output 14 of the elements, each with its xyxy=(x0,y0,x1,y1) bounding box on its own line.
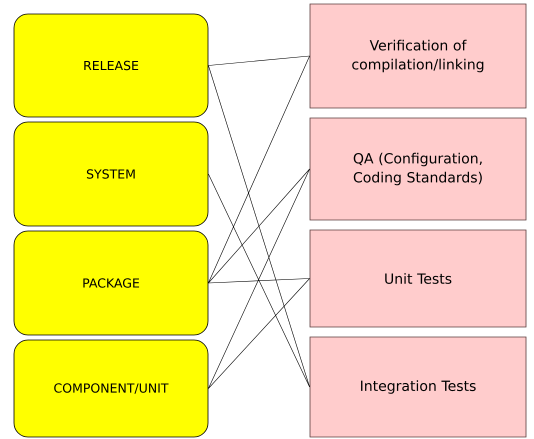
level-box: RELEASE xyxy=(14,14,208,118)
activity-box: Integration Tests xyxy=(310,336,526,438)
activity-box: Unit Tests xyxy=(310,230,526,328)
activity-box: Verification of compilation/linking xyxy=(310,4,526,108)
connector-line xyxy=(208,65,310,388)
level-box: PACKAGE xyxy=(14,230,208,336)
connector-line xyxy=(208,278,310,284)
level-box: SYSTEM xyxy=(14,122,208,226)
connector-line xyxy=(208,56,310,66)
connector-line xyxy=(208,278,310,389)
connector-line xyxy=(208,56,310,284)
level-box: COMPONENT/UNIT xyxy=(14,340,208,438)
activity-box: QA (Configuration, Coding Standards) xyxy=(310,118,526,220)
connector-line xyxy=(208,168,310,284)
